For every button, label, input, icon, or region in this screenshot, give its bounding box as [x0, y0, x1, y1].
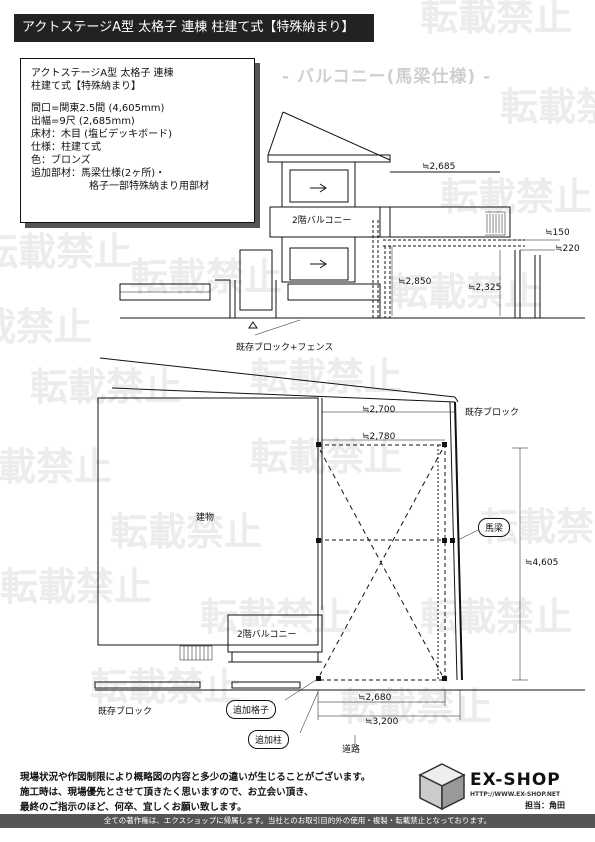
elevation-balcony-label: 2階バルコニー	[292, 213, 352, 226]
watermark-text: 転載禁止	[440, 175, 592, 219]
watermark-text: 転載禁止	[0, 445, 112, 489]
dim-2685: ≒2,685	[422, 162, 456, 172]
watermark-text: 転載禁止	[110, 510, 262, 554]
extra-lattice-tag: 追加格子	[226, 700, 277, 719]
spec-box: アクトステージA型 太格子 連棟 柱建て式【特殊納まり】 間口=関東2.5間 (…	[20, 58, 255, 223]
logo-url[interactable]: HTTP://WWW.EX-SHOP.NET	[470, 791, 561, 798]
dim-4605: ≒4,605	[525, 558, 559, 568]
footer-note-1: 現場状況や作図制限により概略図の内容と多少の違いが生じることがございます。	[20, 772, 371, 783]
balcony-heading: - バルコニー(馬梁仕様) -	[282, 67, 492, 87]
spec-color: 色：ブロンズ	[31, 155, 91, 166]
copyright-bar: 全ての著作権は、エクスショップに帰属します。当社とのお取引目的外の使用・複製・転…	[0, 814, 595, 828]
dim-2850: ≒2,850	[398, 277, 432, 287]
dim-2780: ≒2,780	[362, 432, 396, 442]
watermark-text: 転載禁止	[0, 230, 132, 274]
existing-block-bottom-label: 既存ブロック	[98, 707, 153, 717]
spec-extra-2: 格子一部特殊納まり用部材	[89, 181, 209, 192]
dim-2325: ≒2,325	[468, 283, 502, 293]
watermark-text: 転載禁止	[420, 0, 572, 39]
footer-notes: 現場状況や作図制限により概略図の内容と多少の違いが生じることがございます。 施工…	[20, 770, 370, 815]
watermark-text: 転載禁止	[30, 365, 182, 409]
dim-2680: ≒2,680	[358, 693, 392, 703]
beam-tag: 馬梁	[478, 518, 511, 537]
watermark-text: 転載禁止	[500, 85, 595, 129]
logo-text: EX-SHOP	[470, 770, 561, 790]
watermark-text: 転載禁止	[0, 565, 152, 609]
watermark-text: 転載禁止	[90, 665, 242, 709]
dim-150: ≒150	[545, 228, 570, 238]
spec-type: 仕様：柱建て式	[31, 142, 101, 153]
spec-frontage: 間口=関東2.5間 (4,605mm)	[31, 103, 165, 114]
watermark-text: 転載禁止	[130, 255, 282, 299]
watermark-text: 転載禁止	[340, 685, 492, 729]
road-label: 道路	[342, 745, 361, 755]
dim-220: ≒220	[555, 244, 580, 254]
plan-balcony-label: 2階バルコニー	[237, 627, 297, 640]
spec-floor: 床材：木目 (塩ビデッキボード)	[31, 129, 172, 140]
dim-2700: ≒2,700	[362, 405, 396, 415]
spec-depth: 出幅=9尺 (2,685mm)	[31, 116, 135, 127]
spec-extra-1: 追加部材：馬梁仕様(2ヶ所)・	[31, 168, 166, 179]
existing-block-fence-label: 既存ブロック+フェンス	[236, 343, 334, 353]
footer-note-3: 最終のご指示のほど、何卒、宜しくお願い致します。	[20, 802, 247, 813]
watermark-text: 転載禁止	[420, 595, 572, 639]
staff-label: 担当：角田	[525, 801, 565, 810]
spec-line2: 柱建て式【特殊納まり】	[31, 81, 141, 92]
page-title: アクトステージA型 太格子 連棟 柱建て式【特殊納まり】	[14, 14, 374, 42]
existing-block-right-label: 既存ブロック	[465, 408, 520, 418]
extra-post-tag: 追加柱	[248, 730, 290, 749]
spec-line1: アクトステージA型 太格子 連棟	[31, 68, 174, 79]
watermark-text: 転載禁止	[390, 270, 542, 314]
exshop-logo-icon	[418, 763, 466, 811]
watermark-text: 転載禁止	[250, 435, 402, 479]
dim-3200: ≒3,200	[365, 717, 399, 727]
footer-note-2: 施工時は、現場優先とさせて頂きたく思いますので、お立会い頂き、	[20, 787, 314, 798]
watermark-text: 転載禁止	[0, 305, 92, 349]
building-label: 建物	[196, 513, 215, 523]
